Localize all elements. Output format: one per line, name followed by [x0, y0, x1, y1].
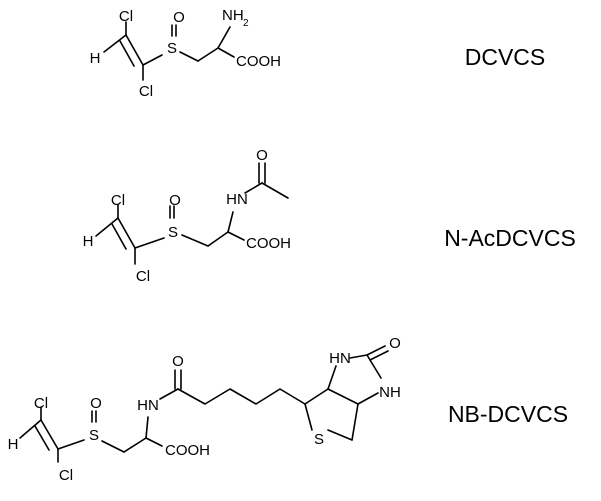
carboxyl-label: COOH	[165, 442, 210, 459]
chlorine-top-label: Cl	[119, 8, 133, 25]
compound-name-nb-dcvcs: NB-DCVCS	[448, 401, 568, 427]
ring-carbonyl-oxygen-label: O	[389, 335, 401, 352]
structure-dcvcs: Cl H Cl S O NH 2 COOH DCVCS	[90, 7, 546, 100]
chlorine-top-label: Cl	[34, 395, 48, 412]
atoms-nb-dcvcs: Cl H Cl S O HN O COOH HN O NH S	[8, 335, 401, 484]
bonds-n-acdcvcs	[95, 162, 289, 265]
chlorine-top-label: Cl	[111, 192, 125, 209]
ring-nitrogen-right-label: NH	[379, 384, 401, 401]
sulfoxide-oxygen-label: O	[169, 192, 181, 209]
amide-nitrogen-label: HN	[226, 191, 248, 208]
structure-nb-dcvcs: Cl H Cl S O HN O COOH HN O NH S NB-DCVCS	[8, 335, 568, 484]
hydrogen-label: H	[83, 233, 94, 250]
amide-oxygen-label: O	[172, 353, 184, 370]
structure-n-acdcvcs: Cl H Cl S O HN O COOH N-AcDCVCS	[83, 147, 576, 285]
bonds-nb-dcvcs	[19, 345, 389, 463]
sulfur-label: S	[167, 40, 177, 57]
sulfoxide-oxygen-label: O	[173, 9, 185, 26]
amide-nitrogen-label: HN	[137, 397, 159, 414]
bonds-dcvcs	[103, 21, 235, 81]
chlorine-bottom-label: Cl	[59, 467, 73, 484]
compound-name-dcvcs: DCVCS	[465, 44, 546, 70]
carboxyl-label: COOH	[246, 235, 291, 252]
atoms-dcvcs: Cl H Cl S O NH 2 COOH	[90, 7, 281, 100]
atoms-n-acdcvcs: Cl H Cl S O HN O COOH	[83, 147, 291, 285]
ring-nitrogen-top-label: HN	[329, 350, 351, 367]
sulfoxide-oxygen-label: O	[90, 395, 102, 412]
sulfur-label: S	[89, 427, 99, 444]
sulfur-label: S	[168, 224, 178, 241]
amine-label: NH	[222, 7, 244, 24]
compound-name-n-acdcvcs: N-AcDCVCS	[444, 225, 576, 251]
thiolane-sulfur-label: S	[314, 431, 324, 448]
chlorine-bottom-label: Cl	[136, 268, 150, 285]
carboxyl-label: COOH	[236, 53, 281, 70]
amine-subscript: 2	[243, 18, 249, 29]
hydrogen-label: H	[8, 436, 19, 453]
acetyl-oxygen-label: O	[256, 147, 268, 164]
chlorine-bottom-label: Cl	[139, 83, 153, 100]
hydrogen-label: H	[90, 50, 101, 67]
